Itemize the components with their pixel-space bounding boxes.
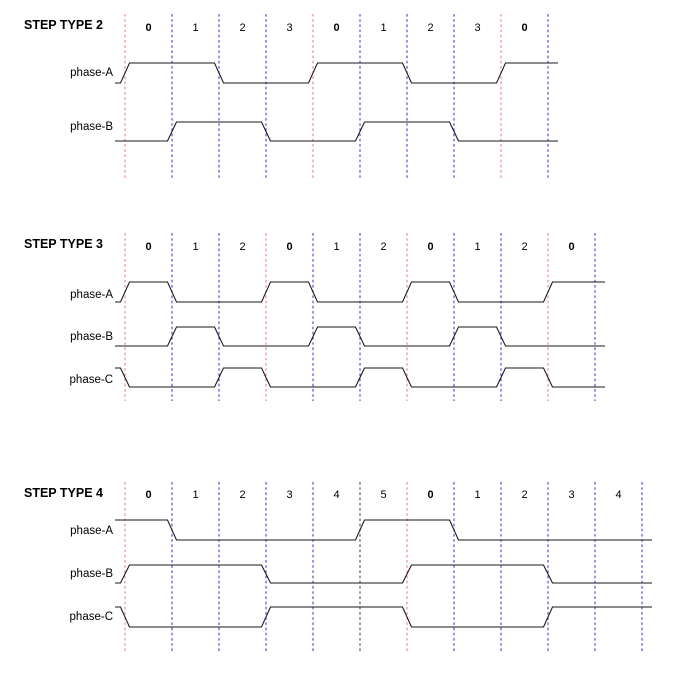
phase-label-phase-B: phase-B [70, 331, 113, 343]
step-number-0: 0 [145, 22, 151, 34]
step-number-8: 2 [521, 241, 527, 253]
phase-label-phase-A: phase-A [70, 289, 113, 301]
waveform-block-step-type-4: STEP TYPE 4 0 1 2 3 4 5 0 1 2 3 4 phase-A phase-B phas… [24, 482, 652, 651]
phase-label-phase-B: phase-B [70, 568, 113, 580]
step-number-1: 1 [192, 241, 198, 253]
step-number-1: 1 [192, 22, 198, 34]
phase-label-phase-C: phase-C [70, 374, 113, 386]
step-number-0: 0 [145, 489, 151, 501]
waveform-phase-B [115, 564, 652, 584]
step-number-9: 3 [568, 489, 574, 501]
step-number-9: 0 [568, 241, 574, 253]
phase-label-phase-B: phase-B [70, 121, 113, 133]
step-number-7: 1 [474, 241, 480, 253]
step-number-6: 0 [427, 489, 433, 501]
step-number-2: 2 [239, 241, 245, 253]
step-number-3: 0 [286, 241, 292, 253]
step-number-7: 3 [474, 22, 480, 34]
step-number-0: 0 [145, 241, 151, 253]
step-number-5: 1 [380, 22, 386, 34]
phase-label-phase-A: phase-A [70, 67, 113, 79]
step-number-8: 0 [521, 22, 527, 34]
step-number-2: 2 [239, 22, 245, 34]
waveform-phase-C [115, 606, 652, 628]
waveform-phase-C [115, 367, 605, 388]
block-title-step-type-2: STEP TYPE 2 [24, 18, 103, 32]
step-number-6: 2 [427, 22, 433, 34]
step-number-4: 4 [333, 489, 339, 501]
step-number-4: 0 [333, 22, 339, 34]
step-number-3: 3 [286, 22, 292, 34]
step-number-5: 2 [380, 241, 386, 253]
step-number-3: 3 [286, 489, 292, 501]
waveform-phase-B [115, 326, 605, 347]
waveform-block-step-type-3: STEP TYPE 3 0 1 2 0 1 2 0 1 2 0 phase-A phase-B phase… [24, 233, 605, 401]
waveform-phase-A [115, 62, 558, 84]
step-number-10: 4 [615, 489, 621, 501]
phase-label-phase-A: phase-A [70, 525, 113, 537]
waveform-phase-A [115, 281, 605, 303]
step-number-2: 2 [239, 489, 245, 501]
step-number-4: 1 [333, 241, 339, 253]
block-title-step-type-3: STEP TYPE 3 [24, 237, 103, 251]
step-number-1: 1 [192, 489, 198, 501]
block-title-step-type-4: STEP TYPE 4 [24, 486, 103, 500]
waveform-phase-A [115, 519, 652, 541]
step-number-5: 5 [380, 489, 386, 501]
waveform-phase-B [115, 121, 558, 142]
step-number-8: 2 [521, 489, 527, 501]
step-number-6: 0 [427, 241, 433, 253]
phase-label-phase-C: phase-C [70, 611, 113, 623]
waveform-block-step-type-2: STEP TYPE 2 0 1 2 3 0 1 2 3 0 phase-A phase-B [24, 14, 558, 178]
step-number-7: 1 [474, 489, 480, 501]
